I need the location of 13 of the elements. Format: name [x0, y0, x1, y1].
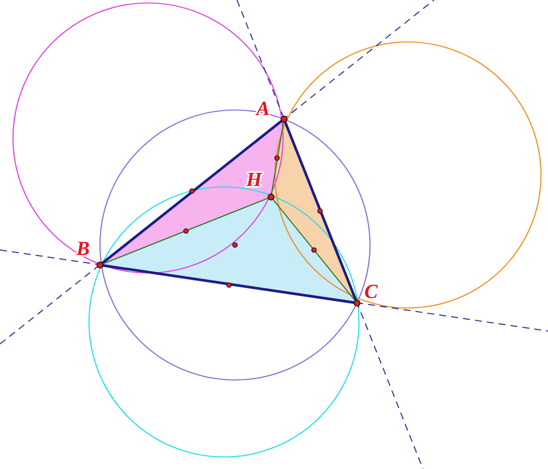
point-label: H: [246, 169, 262, 191]
line-segment: [272, 198, 356, 302]
vertex-point: [280, 116, 288, 122]
line-segment: [270, 122, 284, 194]
vertex-point: [96, 262, 104, 268]
line-segment: [102, 264, 354, 304]
vertex-point: [354, 300, 360, 306]
line-segment: [102, 120, 282, 264]
line-segment: [102, 198, 268, 264]
line-segment: [284, 121, 358, 301]
point-label: B: [76, 238, 90, 260]
point-label: C: [364, 281, 378, 303]
vertex-point: [268, 194, 274, 200]
